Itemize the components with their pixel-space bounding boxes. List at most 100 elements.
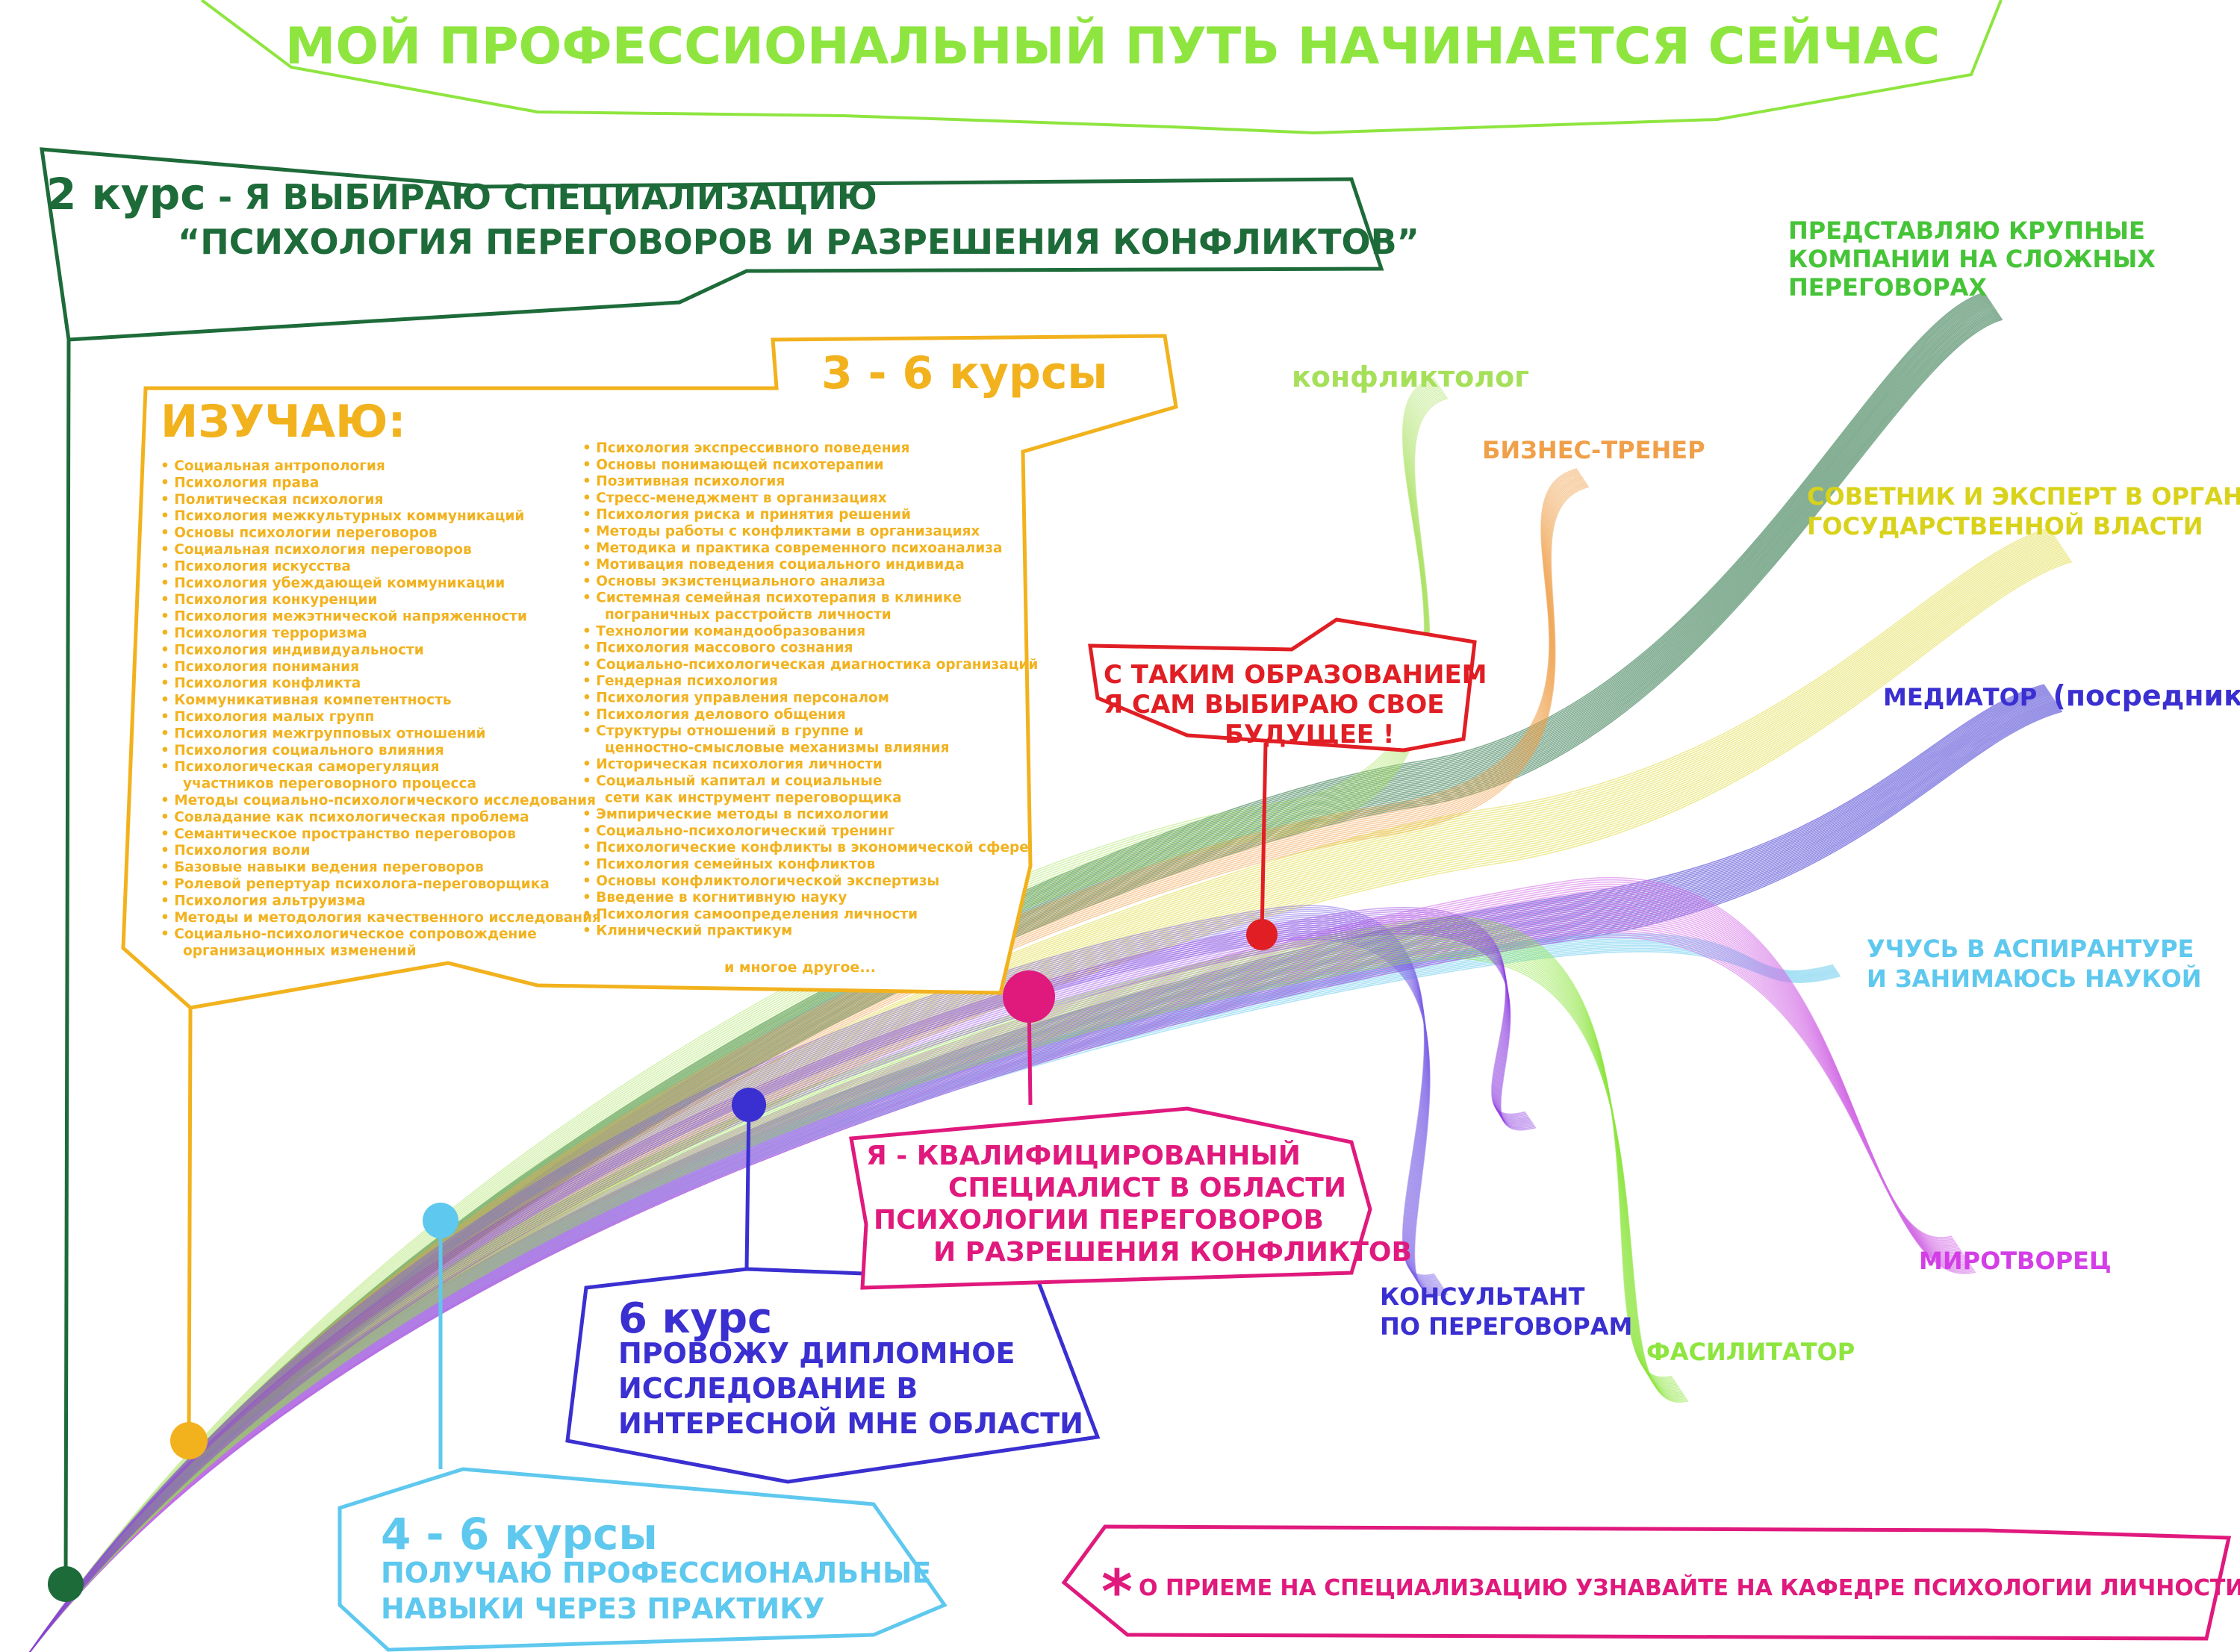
course-item: • Психологические конфликты в экономичес…: [582, 840, 1029, 855]
career-consultant-1: КОНСУЛЬТАНТ: [1380, 1282, 1585, 1311]
course-item: • Психология экспрессивного поведения: [582, 440, 909, 456]
course-item: • Психология семейных конфликтов: [582, 857, 875, 873]
career-facilitator: ФАСИЛИТАТОР: [1646, 1338, 1855, 1366]
course-item: • Психологическая саморегуляция: [161, 759, 440, 775]
footnote-box: [1061, 1524, 2232, 1641]
future-line2: Я САМ ВЫБИРАЮ СВОЕ: [1104, 690, 1444, 720]
career-science-2: И ЗАНИМАЮСЬ НАУКОЙ: [1867, 964, 2202, 993]
stage2-line2: “ПСИХОЛОГИЯ ПЕРЕГОВОРОВ И РАЗРЕШЕНИЯ КОН…: [178, 222, 1419, 262]
course-item: • Социальная психология переговоров: [161, 542, 472, 558]
qualified-line4: И РАЗРЕШЕНИЯ КОНФЛИКТОВ: [933, 1237, 1412, 1268]
course-item: • Психология делового общения: [582, 707, 846, 723]
stage6-course: 6 курс: [618, 1294, 772, 1343]
stage6-line1: ПРОВОЖУ ДИПЛОМНОЕ: [618, 1337, 1015, 1370]
course-item: • Стресс-менеджмент в организациях: [582, 490, 887, 506]
course-item: • Структуры отношений в группе и: [582, 723, 864, 739]
career-big-companies-3: ПЕРЕГОВОРАХ: [1788, 273, 1987, 302]
course-item: • Позитивная психология: [582, 474, 785, 490]
course-item: сети как инструмент переговорщика: [605, 790, 902, 805]
course-item: • Социальная антропология: [161, 458, 385, 474]
career-mediator-note: (посредник): [2053, 679, 2240, 712]
course-item: • Эмпирические методы в психологии: [582, 807, 889, 823]
course-list-right: • Психология экспрессивного поведения• О…: [582, 440, 1038, 939]
course-item: • Гендерная психология: [582, 673, 778, 689]
course-item: • Социальный капитал и социальные: [582, 773, 882, 789]
footnote-text: О ПРИЕМЕ НА СПЕЦИАЛИЗАЦИЮ УЗНАВАЙТЕ НА К…: [1139, 1574, 2240, 1601]
qualified-line2: СПЕЦИАЛИСТ В ОБЛАСТИ: [948, 1173, 1346, 1203]
course-item: • Технологии командообразования: [582, 623, 865, 639]
milestone-dot-stage36[interactable]: [170, 1422, 208, 1459]
course-item: • Методы и методология качественного исс…: [161, 910, 601, 926]
course-item: пограничных расстройств личности: [605, 607, 892, 623]
course-item: • Психология понимания: [161, 659, 359, 675]
qualified-box: [849, 1106, 1372, 1290]
course-item: • Психология индивидуальности: [161, 642, 424, 658]
stage6-line3: ИНТЕРЕСНОЙ МНЕ ОБЛАСТИ: [618, 1407, 1083, 1440]
course-item: • Психология альтруизма: [161, 893, 366, 908]
course-item: • Методика и практика современного психо…: [582, 540, 1002, 556]
career-big-companies-2: КОМПАНИИ НА СЛОЖНЫХ: [1788, 245, 2156, 273]
career-ribbons: [29, 292, 2073, 1652]
course-item: • Психология межэтнической напряженности: [161, 609, 527, 625]
course-item: • Основы понимающей психотерапии: [582, 457, 884, 473]
course-item: • Психология воли: [161, 843, 310, 858]
milestone-dot-future[interactable]: [1246, 919, 1278, 950]
course-item: • Психология конкуренции: [161, 592, 377, 608]
course-item: • Социально-психологическая диагностика …: [582, 657, 1038, 673]
career-mediator: МЕДИАТОР (посредник): [1883, 679, 2240, 712]
career-conflictologist: конфликтолог: [1292, 361, 1529, 393]
course-item: организационных изменений: [183, 944, 417, 959]
career-advisor-1: СОВЕТНИК И ЭКСПЕРТ В ОРГАНАХ: [1807, 482, 2240, 511]
course-item: • Системная семейная психотерапия в клин…: [582, 590, 962, 606]
course-item: • Психология межгрупповых отношений: [161, 726, 485, 741]
stage46-line1: ПОЛУЧАЮ ПРОФЕССИОНАЛЬНЫЕ: [381, 1556, 931, 1589]
future-box: [1088, 617, 1477, 752]
milestone-dot-stage2[interactable]: [48, 1566, 84, 1602]
course-item: • Психология массового сознания: [582, 640, 853, 656]
course-item: • Введение в когнитивную науку: [582, 890, 847, 906]
career-consultant-2: ПО ПЕРЕГОВОРАМ: [1380, 1312, 1632, 1341]
course-item: • Психология терроризма: [161, 626, 367, 641]
future-line1: С ТАКИМ ОБРАЗОВАНИЕМ: [1104, 660, 1487, 690]
stage46-box: [337, 1467, 948, 1652]
course-item: • Ролевой репертуар психолога-переговорщ…: [161, 876, 550, 892]
course-item: • Психология искусства: [161, 558, 351, 574]
course-item: • Основы психологии переговоров: [161, 526, 438, 541]
milestone-dot-qualified[interactable]: [1003, 970, 1055, 1023]
course-item: • Клинический практикум: [582, 923, 792, 939]
stage36-box: [121, 334, 1178, 1010]
course-item: • Совладание как психологическая проблем…: [161, 809, 529, 825]
course-item: • Психология права: [161, 475, 319, 490]
career-business-trainer: БИЗНЕС-ТРЕНЕР: [1482, 436, 1705, 464]
stage36-heading: ИЗУЧАЮ:: [161, 396, 405, 448]
career-advisor-2: ГОСУДАРСТВЕННОЙ ВЛАСТИ: [1807, 512, 2203, 540]
qualified-line1: Я - КВАЛИФИЦИРОВАННЫЙ: [866, 1140, 1301, 1171]
future-connector: [1260, 742, 1268, 934]
course-item: • Историческая психология личности: [582, 757, 883, 773]
course-item: • Психология межкультурных коммуникаций: [161, 508, 524, 524]
ribbon-facilitator: [29, 917, 1689, 1652]
career-science-1: УЧУСЬ В АСПИРАНТУРЕ: [1867, 935, 2194, 963]
milestone-dot-stage6[interactable]: [732, 1088, 766, 1122]
stage2-box: [40, 147, 1384, 342]
course-item: • Психология конфликта: [161, 676, 361, 691]
course-item: • Социально-психологическое сопровождени…: [161, 926, 537, 942]
stage36-courses: 3 - 6 курсы: [821, 347, 1108, 399]
footnote-star: *: [1101, 1557, 1133, 1627]
stage2-line1: - Я ВЫБИРАЮ СПЕЦИАЛИЗАЦИЮ: [218, 177, 877, 217]
stage46-line2: НАВЫКИ ЧЕРЕЗ ПРАКТИКУ: [381, 1592, 825, 1625]
course-list-left: • Социальная антропология• Психология пр…: [161, 458, 601, 959]
course-item: • Психология управления персоналом: [582, 691, 889, 706]
milestone-dot-stage46[interactable]: [423, 1203, 458, 1238]
course-item: • Коммуникативная компетентность: [161, 693, 452, 708]
course-item: • Мотивация поведения социального индиви…: [582, 557, 965, 573]
course-item: участников переговорного процесса: [183, 776, 476, 792]
course-item: • Психология самоопределения личности: [582, 906, 918, 922]
course-item: • Социально-психологический тренинг: [582, 823, 895, 839]
stage6-connector: [744, 1104, 751, 1270]
title-banner: [200, 0, 2003, 135]
stage2-connector: [63, 339, 71, 1583]
course-item: • Методы работы с конфликтами в организа…: [582, 524, 980, 540]
ribbon-purple: [29, 907, 1537, 1652]
